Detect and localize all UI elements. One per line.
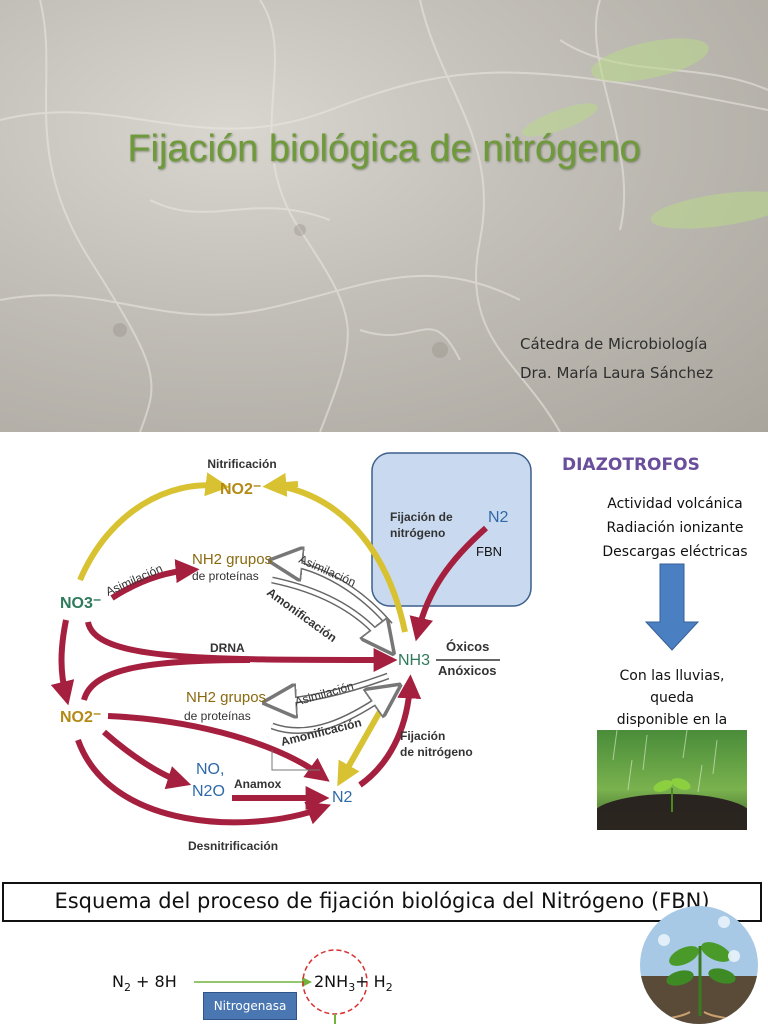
label-n2o: N2O (192, 783, 225, 800)
caption-box: Esquema del proceso de fijación biológic… (2, 882, 762, 922)
label-no: NO, (196, 761, 224, 778)
arrow-drna-no3 (85, 621, 398, 672)
product-h-sub: 2 (385, 981, 393, 995)
rain-seedling-photo (597, 730, 747, 830)
arrow-no3-to-no2 (50, 619, 75, 706)
label-no2-top: NO2⁻ (220, 481, 261, 498)
label-oxicos: Óxicos (446, 639, 489, 654)
equation-arrow (194, 977, 312, 987)
product-nh: 2NH (314, 972, 349, 991)
arrow-no2-to-n2 (107, 713, 330, 782)
label-box-n2: N2 (488, 509, 509, 526)
nitrogen-cycle-diagram: Nitrificación NO2⁻ NH2 grupos de proteín… (0, 432, 768, 872)
label-asimilacion-top: Asimilación (297, 552, 358, 589)
fbn-box (371, 452, 532, 607)
arrow-desnitrificacion (75, 738, 331, 826)
label-nh3: NH3 (398, 652, 430, 669)
plant-nitrogen-photo (640, 906, 758, 1024)
highlight-circle (302, 949, 368, 1024)
down-arrow-icon (644, 563, 700, 651)
label-anamox: Anamox (234, 777, 282, 791)
label-nh2-grupos-bottom: NH2 grupos (186, 689, 266, 706)
label-box-fijacion-2: nitrógeno (390, 526, 445, 540)
product-h: + H (355, 972, 386, 991)
label-amonificacion-bottom: Amonificación (279, 715, 363, 749)
label-amonificacion-top: Amonificación (264, 585, 339, 645)
label-de-proteinas-bottom: de proteínas (184, 709, 251, 723)
side-line-lluvias: Con las lluvias, (619, 668, 725, 684)
diazotrofos-title: DIAZOTROFOS (562, 455, 700, 475)
label-box-fijacion-1: Fijación de (390, 510, 453, 524)
reactant-n-sub: 2 (123, 981, 131, 995)
label-drna: DRNA (210, 641, 245, 655)
label-fbn: FBN (476, 544, 502, 559)
product-nh-sub: 3 (348, 981, 356, 995)
side-line-volcanica: Actividad volcánica (607, 496, 743, 512)
arrow-drna-no2 (81, 657, 251, 701)
side-line-queda: queda (650, 690, 694, 706)
slide-title: Fijación biológica de nitrógeno (127, 128, 641, 170)
author-label: Dra. María Laura Sánchez (520, 364, 714, 382)
side-line-radiacion: Radiación ionizante (606, 520, 744, 536)
label-no2-left: NO2⁻ (60, 709, 101, 726)
arrow-nh3-to-no2 (279, 483, 408, 633)
label-nh2-grupos-top: NH2 grupos (192, 551, 272, 568)
department-label: Cátedra de Microbiología (520, 335, 708, 353)
label-fijacion-bottom-1: Fijación (400, 729, 445, 743)
equation-reactants: N2 + 8H (112, 972, 177, 994)
arrow-no2-to-no (102, 729, 192, 790)
arrow-fijacion-bottom (358, 674, 422, 788)
equation-products: 2NH3+ H2 (314, 972, 393, 994)
label-n2-bottom: N2 (332, 789, 353, 806)
label-de-proteinas-top: de proteínas (192, 569, 259, 583)
nitrogenasa-box: Nitrogenasa (203, 992, 297, 1020)
label-asimilacion-bottom: Asimilación (293, 679, 355, 709)
title-slide-background: Fijación biológica de nitrógeno Cátedra … (0, 0, 768, 432)
label-fijacion-bottom-2: de nitrógeno (400, 745, 473, 759)
arrow-nitrificacion-to-no3 (77, 472, 230, 582)
roots-background-image (0, 0, 768, 432)
arrow-fbn-to-nh3 (409, 525, 488, 642)
label-desnitrificacion: Desnitrificación (188, 839, 278, 853)
label-no3: NO3⁻ (60, 595, 101, 612)
label-nitrificacion: Nitrificación (207, 457, 276, 471)
reactant-h: + 8H (130, 972, 177, 991)
side-line-descargas: Descargas eléctricas (602, 544, 748, 560)
arrow-asimilacion-no3 (110, 559, 200, 601)
caption-text: Esquema del proceso de fijación biológic… (54, 889, 710, 913)
side-line-disponible: disponible en la (616, 712, 728, 728)
reactant-n: N (112, 972, 124, 991)
label-anoxicos: Anóxicos (438, 663, 497, 678)
